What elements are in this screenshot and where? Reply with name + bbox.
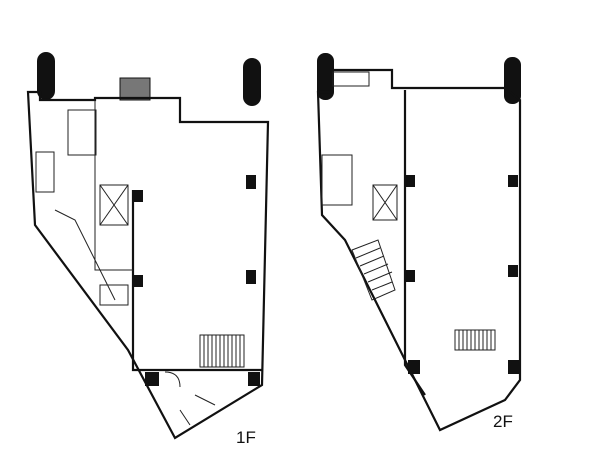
column-pill-left [317, 53, 334, 100]
column-pill-left [37, 52, 55, 100]
floor-label-1f: 1F [236, 428, 256, 447]
floor-plan-1f [26, 52, 270, 440]
column-pill-right [243, 58, 261, 106]
outer-wall-2f [316, 68, 522, 432]
main-room-wall [131, 190, 262, 372]
floor-plan-2f [316, 53, 522, 432]
floor-label-2f: 2F [493, 412, 513, 431]
column-pill-right [504, 57, 521, 104]
chimney-block [119, 77, 151, 101]
stairs-1f [199, 334, 245, 368]
outer-wall-1f [26, 90, 270, 440]
stairs-2f [351, 239, 396, 301]
